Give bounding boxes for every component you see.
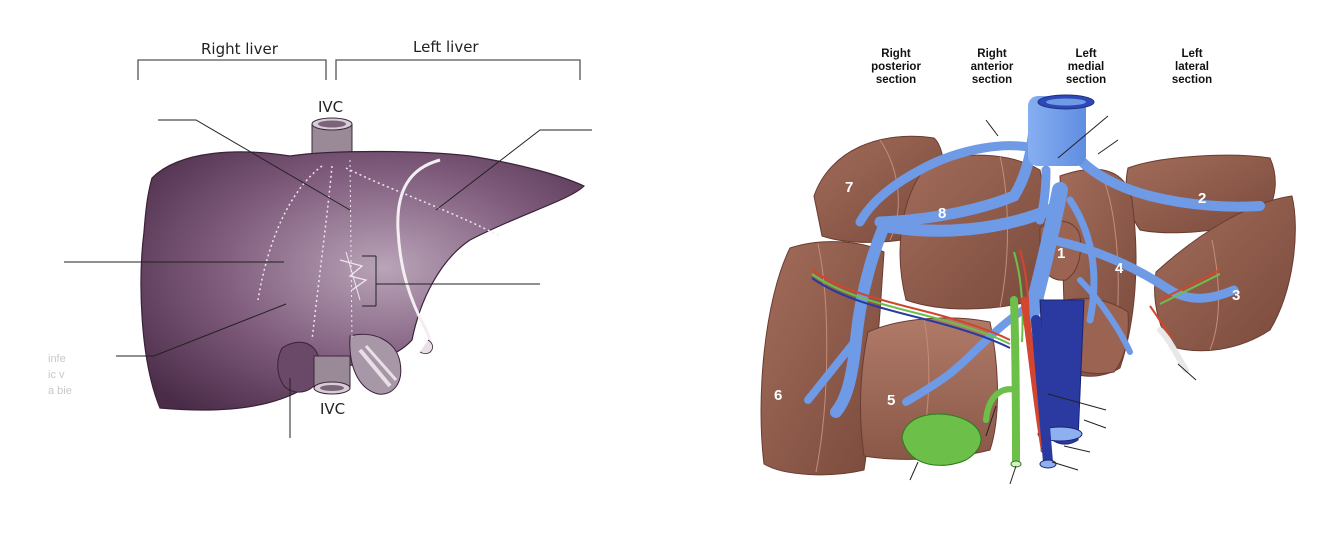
segment-label-1: 1 — [1057, 245, 1065, 262]
faint-text-3: a bie — [48, 385, 72, 397]
svg-text:section: section — [972, 74, 1012, 86]
segment-label-2: 2 — [1198, 190, 1206, 207]
ivc-top-label: IVC — [318, 98, 343, 116]
section-header-left-medial: Left medial section — [1066, 48, 1106, 86]
svg-text:section: section — [1172, 74, 1212, 86]
faint-text-2: ic v — [48, 369, 65, 381]
section-header-left-lateral: Left lateral section — [1172, 48, 1212, 86]
section-header-right-posterior: Right posterior section — [871, 48, 921, 86]
svg-text:medial: medial — [1068, 61, 1104, 73]
svg-text:lateral: lateral — [1175, 61, 1209, 73]
left-liver-diagram: Right liver Left liver IVC IVC — [48, 38, 592, 438]
left-liver-bracket — [336, 60, 580, 80]
segment-label-6: 6 — [774, 387, 782, 404]
svg-text:anterior: anterior — [971, 61, 1014, 73]
ivc-bottom — [314, 356, 350, 394]
svg-text:posterior: posterior — [871, 61, 921, 73]
segment-label-5: 5 — [887, 392, 895, 409]
section-header-right-anterior: Right anterior section — [971, 48, 1014, 86]
svg-text:section: section — [1066, 74, 1106, 86]
segment-label-7: 7 — [845, 179, 853, 196]
right-liver-bracket — [138, 60, 326, 80]
right-liver-segment-diagram: Right posterior section Right anterior s… — [761, 48, 1295, 484]
svg-text:Right: Right — [881, 48, 911, 60]
svg-text:section: section — [876, 74, 916, 86]
faint-text-1: infe — [48, 353, 66, 365]
segment-label-4: 4 — [1115, 260, 1124, 277]
segment-label-3: 3 — [1232, 287, 1240, 304]
ivc-bottom-label: IVC — [320, 400, 345, 418]
segment-label-8: 8 — [938, 205, 946, 222]
svg-text:Left: Left — [1075, 48, 1096, 60]
right-liver-label: Right liver — [201, 40, 279, 58]
left-liver-label: Left liver — [413, 38, 479, 56]
svg-text:Right: Right — [977, 48, 1007, 60]
gallbladder — [902, 414, 981, 465]
svg-text:Left: Left — [1181, 48, 1202, 60]
